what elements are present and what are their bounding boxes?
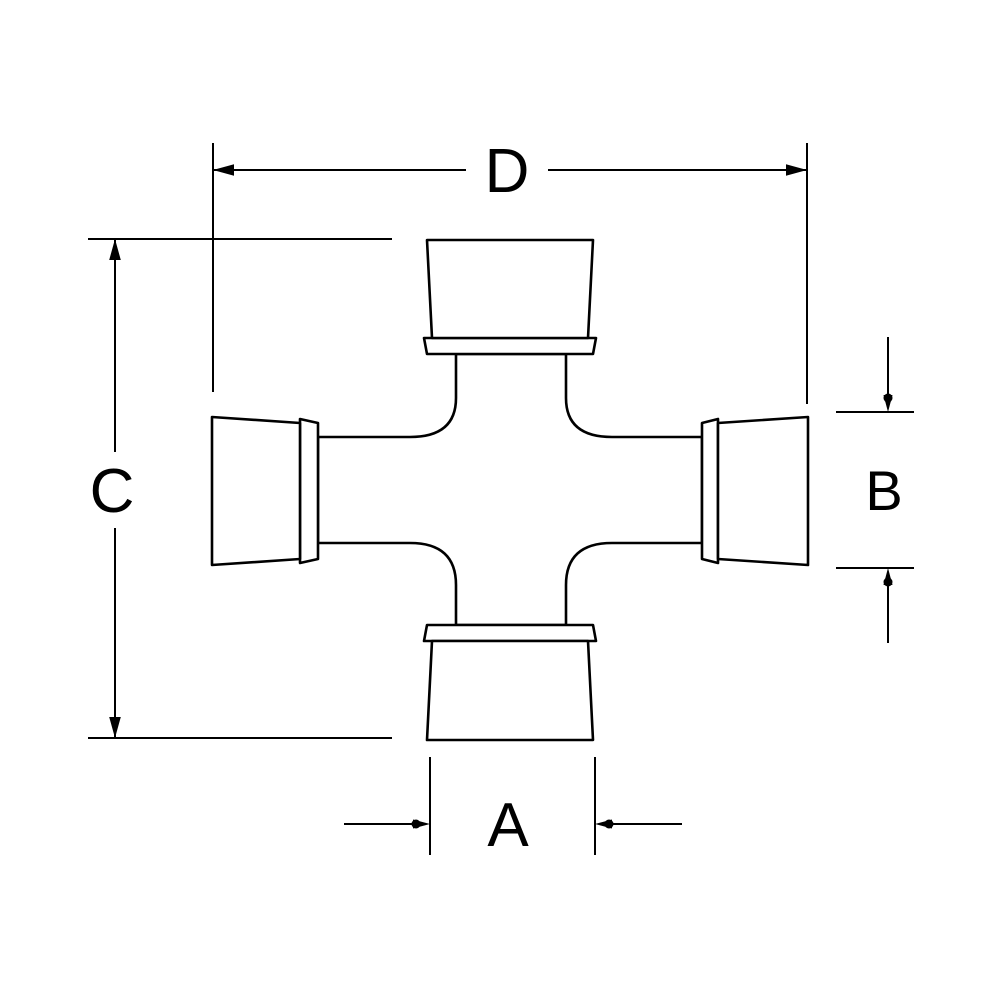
bottom-cap-body (425, 639, 595, 742)
a-arrow-right (413, 819, 430, 829)
b-arrow-up (883, 568, 893, 585)
dimension-b: B (836, 337, 914, 643)
part-outline (210, 238, 810, 742)
left-bearing-cap (210, 415, 320, 567)
dimension-label-a: A (487, 791, 529, 860)
right-cap-body (716, 415, 810, 567)
dimension-label-b: B (865, 459, 902, 522)
dimension-d: D (212, 137, 808, 404)
c-arrow-down (109, 717, 121, 738)
right-cap-lip (700, 417, 720, 565)
bottom-cap-lip (422, 623, 598, 643)
cross-body (316, 352, 704, 627)
top-cap-body (425, 238, 595, 340)
dimension-label-d: D (485, 137, 530, 206)
dimension-label-c: C (90, 457, 135, 526)
b-arrow-down (883, 395, 893, 412)
left-cap-lip (298, 417, 320, 565)
bottom-bearing-cap (422, 623, 598, 742)
left-cap-body (210, 415, 302, 567)
d-arrow-right (786, 164, 807, 176)
c-arrow-up (109, 239, 121, 260)
top-bearing-cap (422, 238, 598, 356)
dimension-a: A (344, 757, 682, 860)
dimension-c: C (88, 238, 392, 739)
a-arrow-left (595, 819, 612, 829)
d-arrow-left (213, 164, 234, 176)
right-bearing-cap (700, 415, 810, 567)
top-cap-lip (422, 336, 598, 356)
